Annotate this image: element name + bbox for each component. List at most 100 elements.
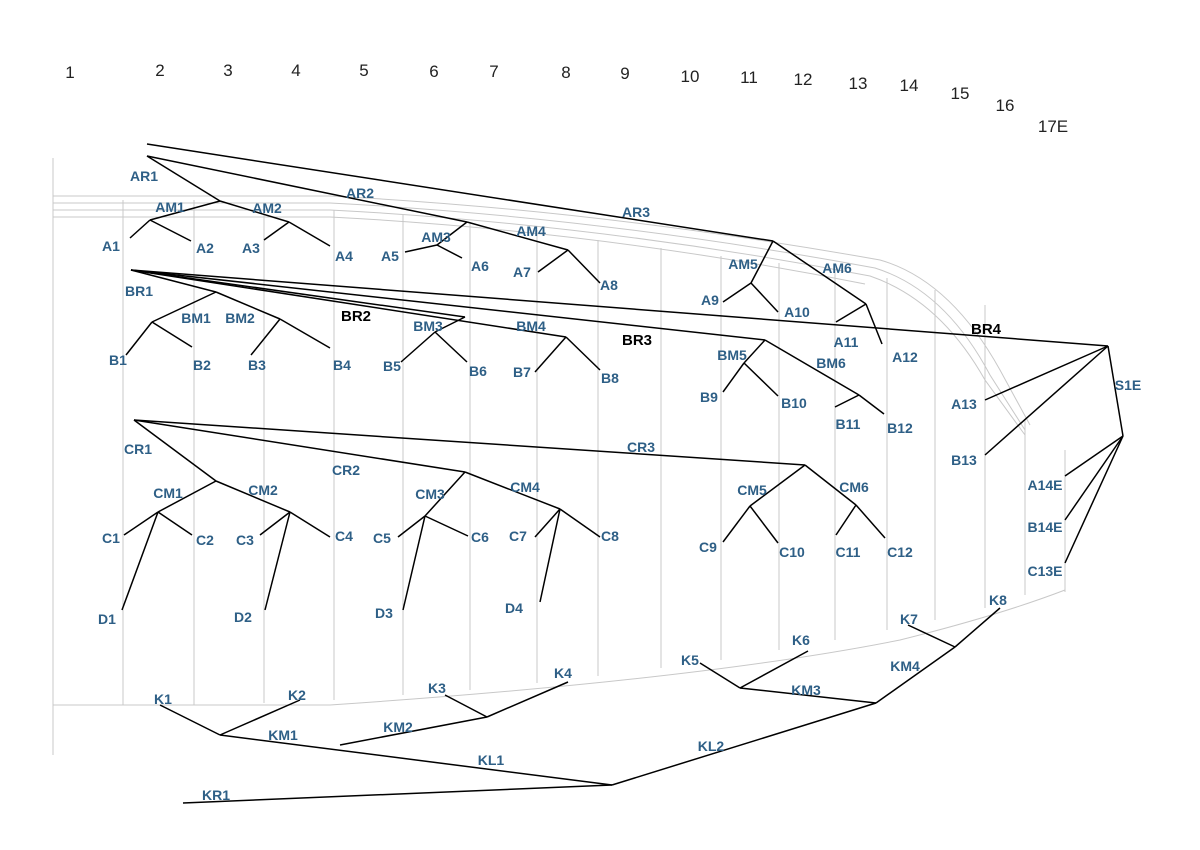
tree-edge-12 [263,221,290,241]
tree-edge-45 [984,345,1109,401]
tree-edge-55 [157,511,193,536]
node-label-a3: A3 [242,240,260,256]
node-label-am3: AM3 [421,229,451,245]
node-label-cm5: CM5 [737,482,767,498]
node-label-c12: C12 [887,544,913,560]
node-label-bm4: BM4 [516,318,546,334]
node-label-b6: B6 [469,363,487,379]
tree-edge-30 [215,291,281,320]
node-label-c5: C5 [373,530,391,546]
tree-edge-64 [402,515,426,611]
bottom-band-line [53,589,1066,706]
tree-edge-84 [875,646,956,704]
column-lines [122,200,1026,705]
tree-edge-8 [149,200,221,221]
tree-edge-85 [907,624,956,648]
tree-edge-11 [219,200,290,223]
tree-edge-47 [1064,435,1124,477]
tree-edge-73 [835,504,857,536]
tree-edge-76 [219,699,301,736]
node-label-b13: B13 [951,452,977,468]
node-label-am5: AM5 [728,256,758,272]
column-number-7: 7 [489,62,498,81]
tree-edge-57 [215,480,291,513]
tree-edge-16 [436,244,463,259]
tree-edge-48 [1064,435,1124,521]
node-label-km2: KM2 [383,719,413,735]
tree-edge-53 [157,480,217,513]
node-label-a4: A4 [335,248,353,264]
node-label-c11: C11 [836,544,861,560]
tree-edge-66 [534,508,561,538]
tree-edge-58 [259,511,291,536]
node-label-am4: AM4 [516,223,546,239]
column-number-6: 6 [429,62,438,81]
node-label-a11: A11 [834,334,859,350]
node-label-c8: C8 [601,528,619,544]
tree-edge-87 [611,702,877,786]
tree-edge-20 [722,282,752,303]
tree-edge-2 [146,155,468,223]
top-band-line-1 [53,195,1031,426]
tree-edge-68 [539,508,561,603]
node-label-bm1: BM1 [181,310,211,326]
node-label-km1: KM1 [268,727,298,743]
node-label-cm1: CM1 [153,485,183,501]
tree-edge-74 [855,504,886,539]
node-label-cm6: CM6 [839,479,869,495]
column-number-17: 17E [1038,117,1068,136]
node-label-ar1: AR1 [130,168,158,184]
tree-edge-50 [133,419,806,466]
node-label-bm2: BM2 [225,310,255,326]
column-number-13: 13 [849,74,868,93]
node-label-k2: K2 [288,687,306,703]
tree-edges [121,143,1124,804]
column-number-3: 3 [223,61,232,80]
column-number-4: 4 [291,61,300,80]
tree-edge-46 [984,345,1109,456]
node-label-cr3: CR3 [627,439,655,455]
tree-edge-52 [133,419,217,482]
tree-edge-83 [739,687,877,704]
node-label-c6: C6 [471,529,489,545]
tree-edge-38 [743,339,766,364]
tree-edge-79 [444,694,488,718]
node-label-b5: B5 [383,358,401,374]
tree-edge-19 [567,249,601,284]
tree-edge-25 [130,269,466,318]
column-number-9: 9 [620,64,629,83]
node-label-b10: B10 [781,395,807,411]
node-label-b9: B9 [700,389,718,405]
tree-edge-3 [146,155,221,202]
tree-edge-10 [149,219,192,242]
tree-edge-78 [339,716,488,746]
tree-edge-54 [123,511,159,536]
tree-edge-86 [954,607,1001,648]
tree-edge-34 [400,331,436,363]
tree-edge-43 [858,394,885,415]
node-label-a8: A8 [600,277,618,293]
column-number-16: 16 [996,96,1015,115]
tree-edge-15 [404,244,438,253]
column-number-11: 11 [740,68,758,87]
node-label-c2: C2 [196,532,214,548]
column-number-10: 10 [681,67,700,86]
node-label-cm2: CM2 [248,482,278,498]
tree-edge-51 [133,419,466,473]
node-label-bm5: BM5 [717,347,747,363]
node-label-a5: A5 [381,248,399,264]
tree-edge-81 [699,662,741,689]
tree-edge-60 [264,511,291,611]
column-number-12: 12 [794,70,813,89]
node-label-s1e: S1E [1115,377,1141,393]
tree-edge-72 [804,464,857,506]
tree-edge-59 [289,511,331,538]
node-label-d4: D4 [505,600,523,616]
node-label-a14e: A14E [1027,477,1062,493]
tree-edge-6 [835,303,867,323]
tree-edge-41 [764,339,860,396]
node-label-b14e: B14E [1027,519,1062,535]
node-label-a13: A13 [951,396,977,412]
node-label-am1: AM1 [155,199,185,215]
